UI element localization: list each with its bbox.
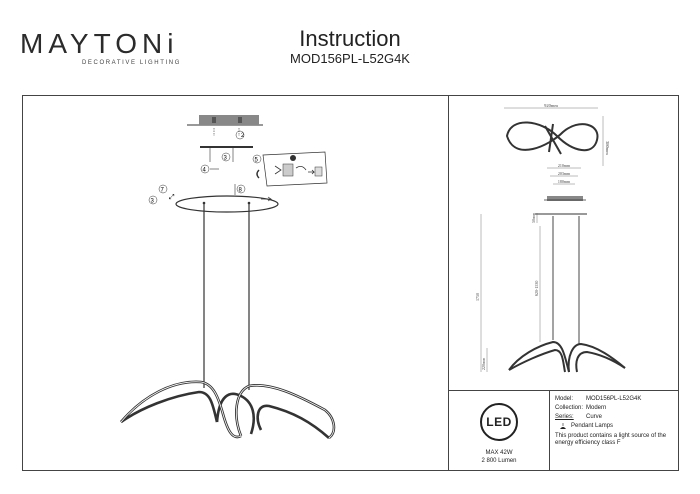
spec-type-row: Pendant Lamps (559, 422, 679, 431)
led-info: LED MAX 42W 2 800 Lumen (449, 391, 549, 471)
spec-collection-row: Collection: Modern (555, 404, 679, 413)
mounting-bar: 3 4 (200, 146, 253, 174)
document-header: Instruction MOD156PL-L52G4K (250, 27, 450, 67)
dim-depth: 380mm (605, 141, 610, 155)
step-5-label: 5 (255, 158, 259, 164)
spec-series-label: Series: (555, 414, 574, 420)
brand-tagline: DECORATIVE LIGHTING (82, 60, 181, 66)
frame-divider-vertical (448, 95, 449, 471)
spec-table: Model: MOD156PL-L52G4K Collection: Moder… (555, 395, 679, 447)
step-7-label: 7 (161, 188, 165, 194)
step-4-label: 4 (203, 168, 207, 174)
spec-model-label: Model: (555, 396, 574, 402)
led-power: MAX 42W (485, 450, 513, 456)
step-3-label: 3 (224, 156, 228, 162)
led-lumen: 2 800 Lumen (481, 458, 517, 464)
dim-canopy-1: 210mm (558, 163, 571, 168)
dimension-drawings: 920mm 380mm 210mm 203mm 180mm 50mm 620-1… (475, 103, 626, 373)
svg-text:⤢: ⤢ (169, 194, 175, 201)
spec-collection-label: Collection: (555, 405, 584, 411)
frame-divider-horizontal (448, 390, 679, 391)
page-title: Instruction (299, 26, 401, 51)
step-3b-label: 3 (151, 199, 155, 205)
spec-series-value: Curve (586, 414, 603, 420)
dim-canopy-2: 203mm (558, 171, 571, 176)
dim-total-height: 1750 (475, 293, 480, 301)
drawing-frame (22, 95, 679, 471)
step-2-label: 2 (241, 133, 245, 139)
dim-canopy-3: 180mm (558, 179, 571, 184)
dim-width: 920mm (544, 103, 558, 108)
dim-cable-range: 620-1530 (534, 281, 539, 296)
dim-canopy-height: 50mm (531, 212, 536, 223)
spec-divider (549, 390, 550, 471)
spec-series-row: Series: Curve (555, 413, 679, 422)
brand-name: MAYTONi (20, 28, 179, 59)
canopy-dims: 210mm 203mm 180mm (544, 163, 586, 201)
side-view: 50mm 620-1530 1750 220mm (475, 212, 626, 373)
installation-drawing: 2 3 4 5 7 3 ⤢ 8 (120, 115, 336, 440)
spec-collection-value: Modern (586, 405, 607, 411)
led-logo: LED (480, 403, 518, 441)
brand-logo: MAYTONi DECORATIVE LIGHTING (20, 28, 181, 67)
model-number: MOD156PL-L52G4K (290, 51, 410, 66)
pendant-lamp-icon (560, 422, 566, 429)
energy-note: This product contains a light source of … (555, 433, 667, 446)
luminaire-body (120, 380, 336, 440)
spec-model-value: MOD156PL-L52G4K (586, 396, 642, 402)
dim-body-height: 220mm (481, 357, 486, 370)
wiring-detail: 5 (252, 151, 328, 187)
spec-model-row: Model: MOD156PL-L52G4K (555, 395, 679, 404)
step-8-label: 8 (239, 188, 243, 194)
canopy: 7 3 ⤢ 8 (148, 184, 279, 213)
spec-type: Pendant Lamps (571, 423, 614, 429)
ceiling-mount: 2 (187, 115, 263, 140)
top-view: 920mm 380mm (504, 103, 610, 166)
